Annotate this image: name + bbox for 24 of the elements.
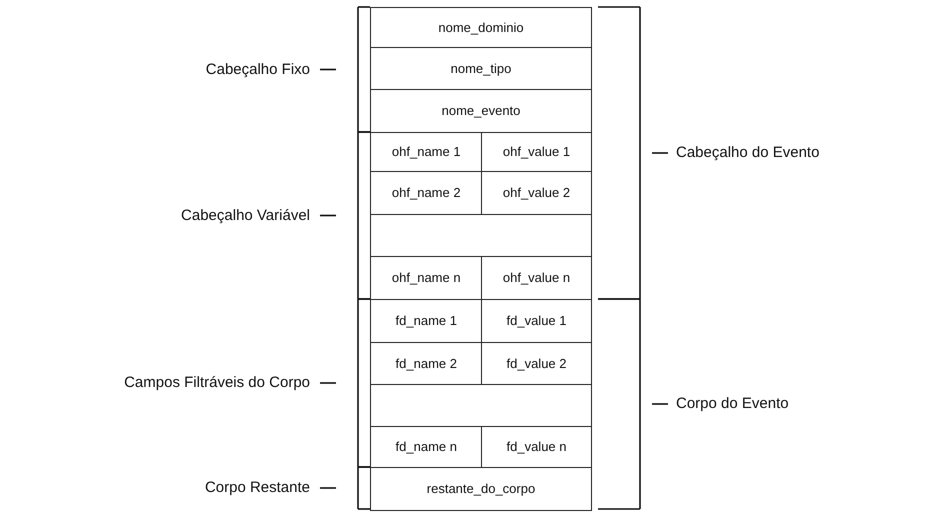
section-label: Cabeçalho do Evento <box>676 144 820 161</box>
table-cell: fd_value 2 <box>481 342 592 386</box>
table-cell: ohf_name 2 <box>370 171 482 216</box>
empty-table-cell <box>370 384 592 428</box>
table-cell: fd_name 1 <box>370 299 482 344</box>
section-label: Cabeçalho Variável <box>181 206 310 224</box>
table-cell: fd_name n <box>370 426 482 468</box>
table-cell: fd_value n <box>481 426 592 468</box>
table-cell: nome_dominio <box>370 7 592 48</box>
table-cell: ohf_name 1 <box>370 132 482 172</box>
table-cell: ohf_name n <box>370 256 482 300</box>
table-cell: restante_do_corpo <box>370 467 592 510</box>
section-label: Campos Filtráveis do Corpo <box>124 374 310 391</box>
table-cell: fd_name 2 <box>370 342 482 386</box>
table-cell: ohf_value n <box>481 256 592 300</box>
section-label: Corpo Restante <box>204 479 310 496</box>
table-cell: fd_value 1 <box>481 299 592 344</box>
section-label: Corpo do Evento <box>676 395 789 412</box>
table-cell: nome_tipo <box>370 47 592 90</box>
empty-table-cell <box>370 214 592 258</box>
table-cell: ohf_value 1 <box>481 132 592 172</box>
section-label: Cabeçalho Fixo <box>206 60 310 78</box>
table-cell: nome_evento <box>370 89 592 134</box>
table-cell: ohf_value 2 <box>481 171 592 216</box>
